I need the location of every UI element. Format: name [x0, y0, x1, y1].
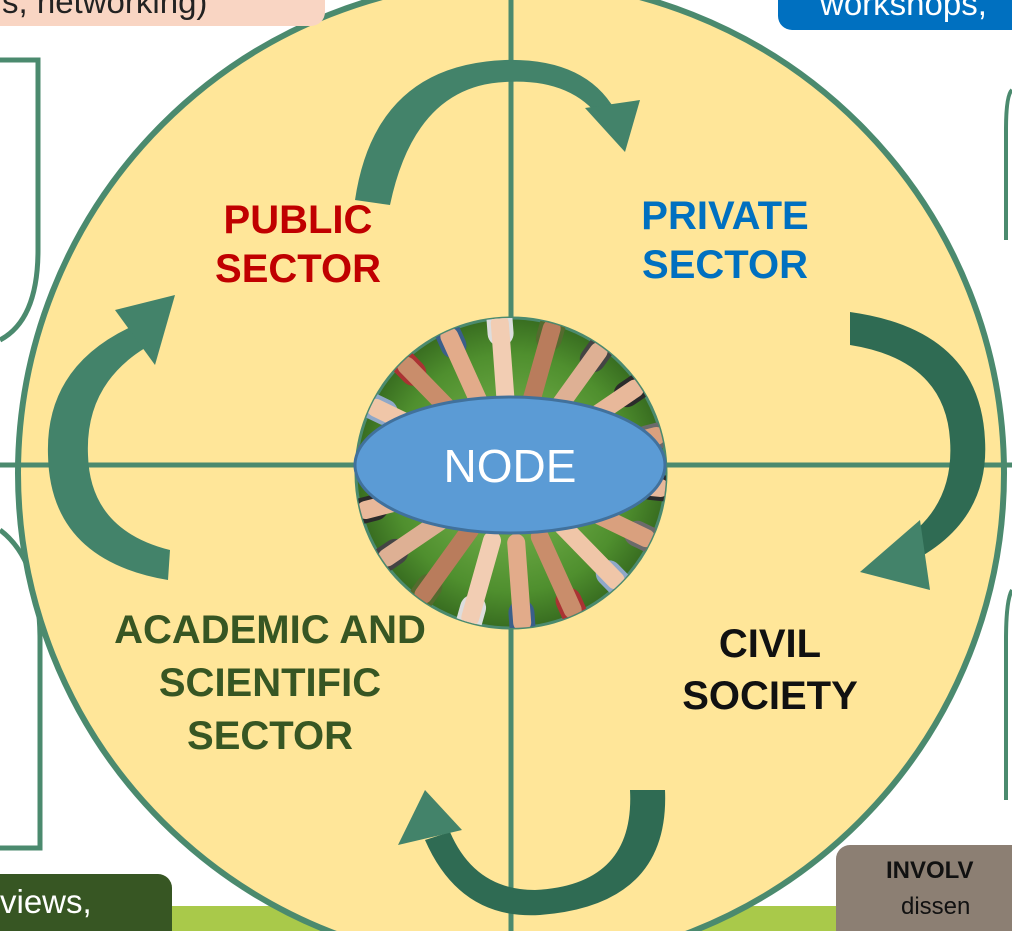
hand-4	[507, 533, 532, 628]
hand-6	[414, 520, 480, 604]
hand-3	[530, 527, 582, 619]
arrow-right-head	[860, 520, 930, 590]
hand-14	[520, 319, 561, 415]
public-sector-line1: PUBLIC	[223, 198, 373, 242]
civil-society-label: CIVIL SOCIETY	[655, 618, 885, 722]
arrow-bottom	[425, 790, 666, 916]
hand-2	[550, 514, 625, 590]
private-sector-label: PRIVATE SECTOR	[605, 192, 845, 290]
top-left-tag: s, networking)	[0, 0, 325, 26]
bottom-left-tag-text: views,	[0, 883, 92, 920]
node-ellipse	[353, 395, 667, 535]
hand-5	[461, 531, 502, 627]
bottom-right-tag: INVOLV dissen	[836, 845, 1012, 931]
hand-13	[490, 318, 515, 413]
private-sector-line1: PRIVATE	[641, 194, 809, 238]
bottom-right-tag-line1: INVOLV	[886, 857, 974, 884]
top-right-tag-text: workshops,	[820, 0, 987, 22]
academic-sector-line1: ACADEMIC AND	[114, 608, 426, 652]
top-left-tag-text: s, networking)	[2, 0, 208, 20]
arrow-left	[47, 325, 170, 580]
arrow-right	[850, 312, 986, 565]
top-right-tag: workshops,	[778, 0, 1012, 30]
arrow-bottom-head	[398, 790, 462, 845]
right-bottom-box-outline	[1004, 588, 1012, 800]
private-sector-line2: SECTOR	[642, 242, 808, 287]
bottom-right-tag-line2: dissen	[901, 893, 971, 920]
right-top-box-outline	[1004, 88, 1012, 240]
arrow-top	[355, 59, 615, 205]
left-top-box-outline	[0, 57, 41, 343]
public-sector-label: PUBLIC SECTOR	[198, 196, 398, 294]
civil-society-line1: CIVIL	[718, 622, 822, 666]
public-sector-line2: SECTOR	[215, 246, 381, 291]
academic-sector-label: ACADEMIC AND SCIENTIFIC SECTOR	[60, 604, 480, 764]
academic-sector-line2: SCIENTIFIC	[158, 661, 382, 706]
academic-sector-line3: SECTOR	[187, 714, 353, 759]
bottom-left-tag: views,	[0, 874, 172, 931]
civil-society-line2: SOCIETY	[682, 674, 858, 718]
arrow-left-head	[115, 295, 175, 365]
arrow-top-head	[585, 100, 640, 152]
node-label: NODE	[444, 440, 577, 492]
